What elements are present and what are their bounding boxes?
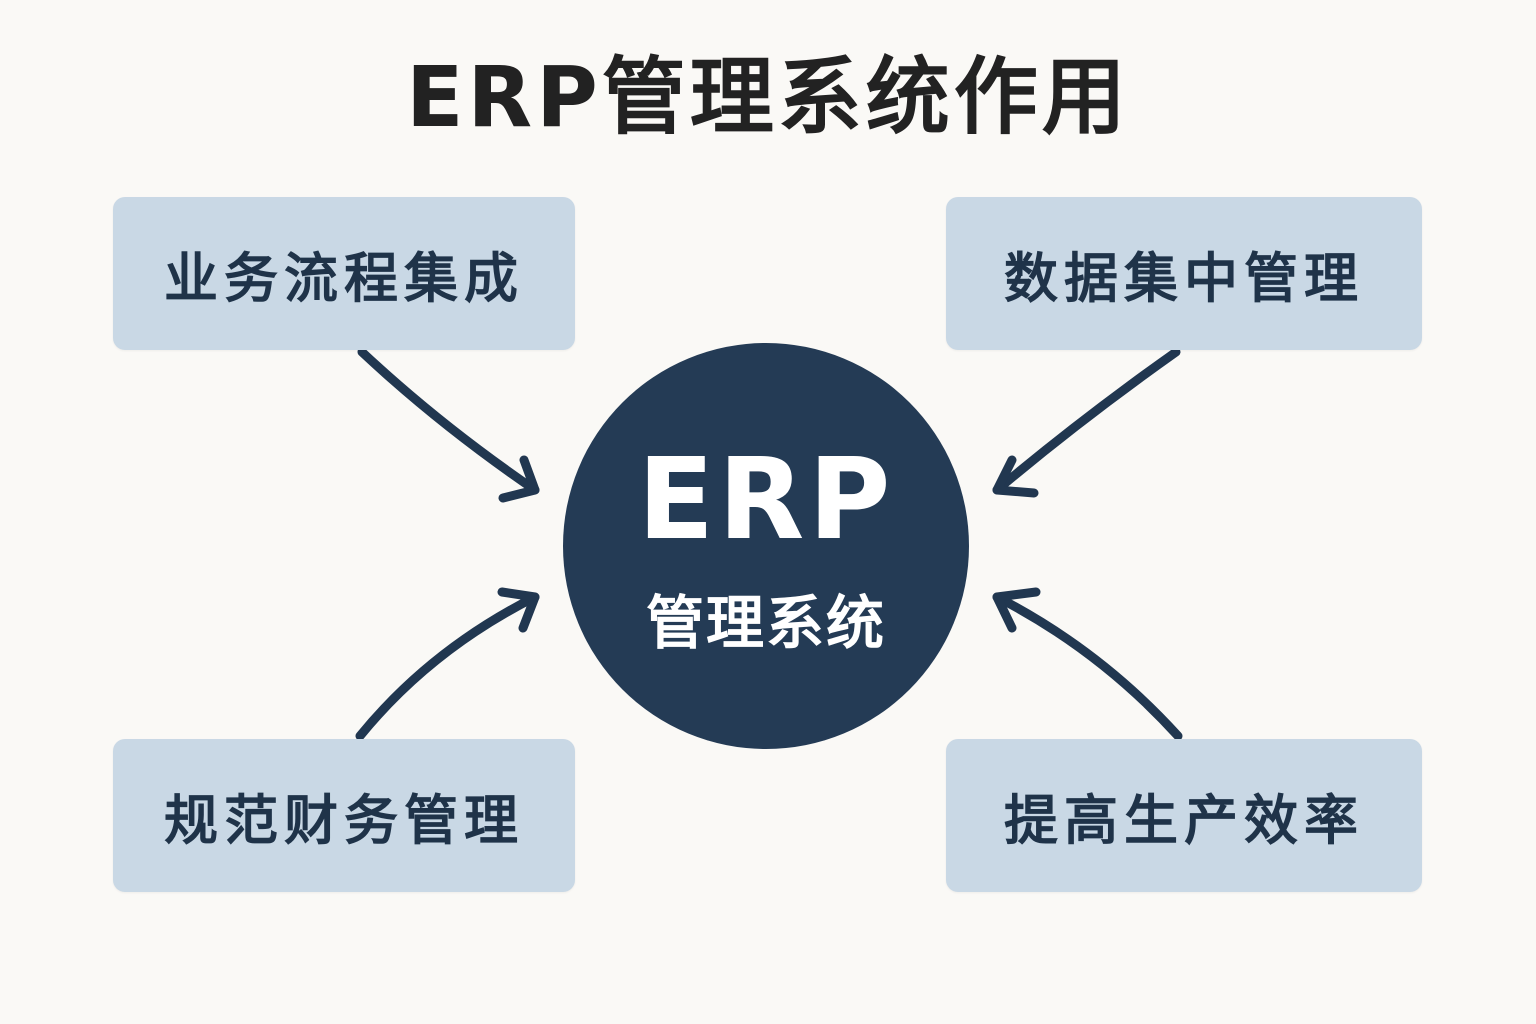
arrow-top-right [992,347,1181,498]
hub-title: ERP [637,435,895,565]
arrow-bottom-left [355,587,540,741]
function-box-finance-management: 规范财务管理 [113,739,575,892]
diagram-title: ERP管理系统作用 [406,48,1130,146]
arrow-bottom-right [992,587,1183,741]
function-label: 数据集中管理 [1004,247,1364,310]
hub-subtitle: 管理系统 [645,589,886,657]
function-label: 提高生产效率 [1004,789,1364,852]
arrow-top-left [357,347,540,503]
function-box-data-management: 数据集中管理 [946,197,1422,350]
function-label: 规范财务管理 [164,789,524,852]
function-box-process-integration: 业务流程集成 [113,197,575,350]
erp-hub-circle: ERP 管理系统 [563,343,969,749]
function-label: 业务流程集成 [164,247,524,310]
function-box-production-efficiency: 提高生产效率 [946,739,1422,892]
